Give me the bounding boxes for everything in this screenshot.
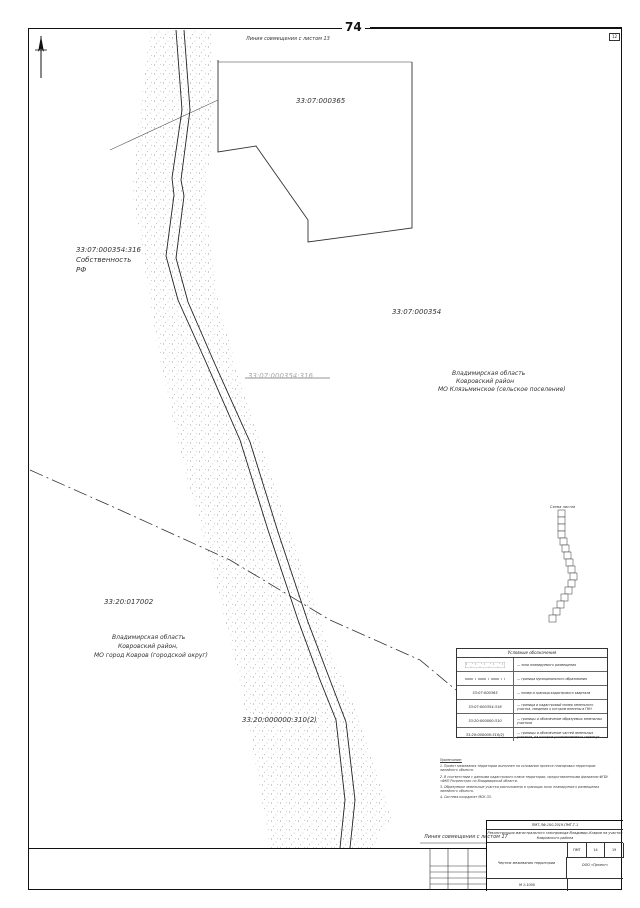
- sheet-key-title: Схема листов: [550, 505, 576, 509]
- legend-row: — граница муниципального образования: [457, 672, 607, 686]
- ownership-rf-label: РФ: [76, 266, 87, 274]
- parcel-label-365: 33:07:000365: [296, 97, 346, 105]
- legend-text: — граница муниципального образования: [517, 676, 587, 681]
- parcel-boundary-365: [217, 60, 413, 243]
- notes-heading: Примечание:: [440, 758, 462, 762]
- legend-symbol: 33:20:000000:310: [457, 714, 514, 727]
- pipeline-line-right: [175, 29, 356, 849]
- legend-row: 33:20:000000:310 — границы и обозначение…: [457, 714, 607, 728]
- title-block: ПМТ.ЛФ.100.2019-ПМТ.Т.1 Реконструкция ма…: [486, 820, 625, 891]
- region-right-line-2: Ковровский район: [456, 378, 515, 385]
- sheet-key-diagram: [548, 509, 578, 623]
- note-line: 2. В соответствии с данными кадастрового…: [440, 774, 609, 783]
- parcel-label-bottom: 33:20:000000:310(2): [242, 716, 317, 724]
- legend-text: — граница и кадастровый номер земельного…: [517, 702, 594, 711]
- region-right-line-3: МО Клязьминское (сельское поселение): [438, 386, 566, 393]
- match-line-top-label: Линия совмещения с листом 13: [246, 36, 330, 42]
- sheets-cell: 19: [605, 843, 625, 857]
- stipple-swatch-icon: [465, 661, 505, 668]
- legend-text: — зона планируемого размещения: [517, 662, 577, 667]
- sheet-cell: 14: [587, 843, 606, 857]
- document-code: ПМТ.ЛФ.100.2019-ПМТ.Т.1: [487, 821, 623, 830]
- legend-row: 33:07:000354:316 — граница и кадастровый…: [457, 700, 607, 714]
- sheet-corner-number: 12: [609, 33, 620, 41]
- note-line: 3. Образуемые земельные участки располож…: [440, 785, 600, 794]
- legend-symbol-boundary: [457, 672, 514, 685]
- match-line-bottom-label: Линия совмещения с листом 17: [424, 834, 508, 840]
- legend-symbol: 33:20:000000:310(2): [457, 728, 514, 741]
- region-left-line-1: Владимирская область: [112, 634, 186, 641]
- region-left-line-3: МО город Ковров (городской округ): [94, 652, 208, 659]
- region-right-line-1: Владимирская область: [452, 370, 526, 377]
- municipal-boundary: [29, 469, 457, 691]
- stage-sheet-cells: ПМТ 14 19: [567, 843, 625, 858]
- region-left-line-2: Ковровский район,: [118, 643, 178, 650]
- parcel-label-017002: 33:20:017002: [104, 598, 154, 606]
- legend-row: 33:20:000000:310(2) — границы и обозначе…: [457, 728, 607, 741]
- north-arrow-icon: [35, 36, 47, 78]
- legend-text: — границы и обозначение частей земельных…: [517, 730, 600, 739]
- legend-text: — номер и граница кадастрового квартала: [517, 690, 591, 695]
- notes-block: Примечание: 1. Проект межевания территор…: [440, 758, 612, 802]
- signature-block: [28, 848, 486, 891]
- legend-symbol: 33:07:000354:316: [457, 700, 514, 713]
- road-parcel-label: 33:07:000354:316: [248, 372, 313, 380]
- pipeline-line-left: [165, 29, 346, 849]
- legend-text: — границы и обозначение образуемых земел…: [517, 716, 603, 725]
- legend-row: — зона планируемого размещения: [457, 658, 607, 672]
- page-number: 74: [342, 20, 365, 34]
- drawing-frame: [28, 28, 622, 890]
- legend-symbol-zone: [457, 658, 514, 671]
- parcel-label-354: 33:07:000354: [392, 308, 442, 316]
- legend-table: Условные обозначения — зона планируемого…: [456, 648, 608, 741]
- sheet-name: Чертеж межевания территории: [487, 857, 567, 879]
- stamp-grid: [429, 848, 486, 890]
- ownership-label: Собственность: [76, 256, 132, 264]
- scale: М 1:1000: [487, 879, 568, 891]
- planned-zone: [132, 30, 392, 848]
- organization: ООО «Проект»: [567, 857, 623, 879]
- top-rule: [370, 27, 622, 28]
- project-description: Реконструкция магистрального газопровода…: [487, 829, 623, 843]
- legend-title: Условные обозначения: [457, 649, 607, 658]
- dash-line-icon: [465, 678, 505, 679]
- parcel-label-354-316: 33:07:000354:316: [76, 246, 141, 254]
- cadastral-line-upper: [109, 99, 219, 151]
- legend-row: 33:07:000365 — номер и граница кадастров…: [457, 686, 607, 700]
- note-line: 1. Проект межевания территории выполнен …: [440, 764, 596, 773]
- legend-symbol: 33:07:000365: [457, 686, 514, 699]
- note-line: 4. Система координат МСК-33.: [440, 795, 492, 800]
- stage-cell: ПМТ: [568, 843, 587, 857]
